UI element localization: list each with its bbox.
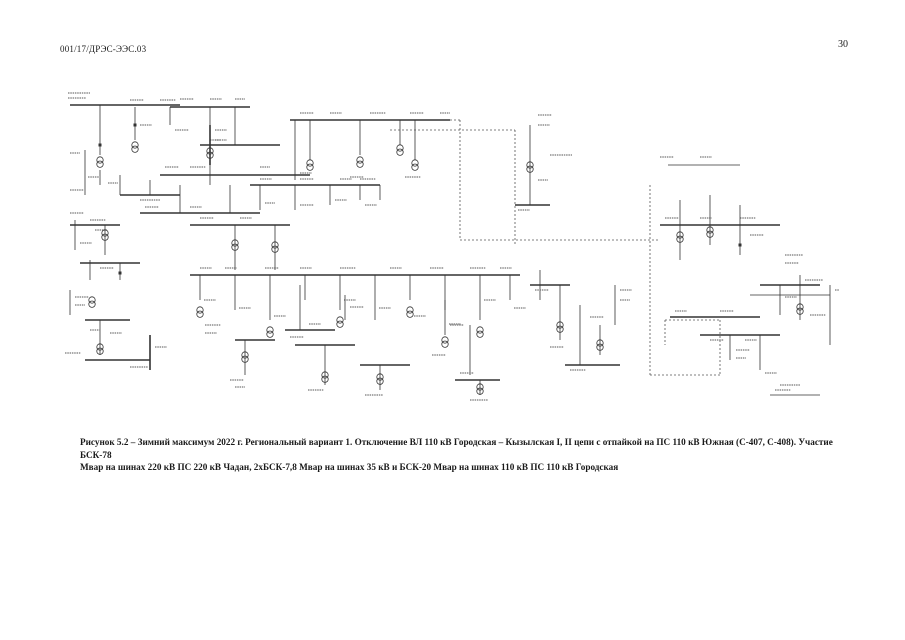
transformer-winding-154 (476, 326, 484, 334)
transformer-winding-182 (321, 375, 329, 383)
transformer-winding-257 (796, 303, 804, 311)
transformer-winding-194 (441, 340, 449, 348)
transformer-winding-167 (271, 245, 279, 253)
transformer-winding-193 (441, 336, 449, 344)
transformer-winding-64 (206, 147, 214, 155)
transformer-winding-131 (196, 310, 204, 318)
figure-caption: Рисунок 5.2 – Зимний максимум 2022 г. Ре… (80, 436, 840, 474)
figure-caption-line-2: Мвар на шинах 220 кВ ПС 220 кВ Чадан, 2х… (80, 462, 619, 472)
transformer-winding-244 (676, 231, 684, 239)
transformer-winding-206 (526, 161, 534, 169)
transformer-winding-46 (306, 163, 314, 171)
transformer-winding-245 (676, 235, 684, 243)
transformer-winding-246 (706, 226, 714, 234)
transformer-winding-188 (376, 373, 384, 381)
transformer-winding-52 (396, 148, 404, 156)
page-number: 30 (838, 39, 848, 50)
transformer-winding-165 (231, 243, 239, 251)
transformer-winding-201 (476, 383, 484, 391)
transformer-winding-224 (596, 343, 604, 351)
transformer-winding-49 (411, 159, 419, 167)
transformer-winding-20 (131, 145, 139, 153)
transformer-winding-143 (336, 320, 344, 328)
network-scheme-diagram (60, 85, 840, 415)
transformer-winding-45 (306, 159, 314, 167)
transformer-winding-112 (96, 343, 104, 351)
transformer-winding-258 (796, 307, 804, 315)
transformer-winding-51 (396, 144, 404, 152)
transformer-winding-50 (411, 163, 419, 171)
breaker-mark-21 (98, 143, 102, 147)
transformer-winding-189 (376, 377, 384, 385)
transformer-winding-202 (476, 387, 484, 395)
transformer-winding-130 (196, 306, 204, 314)
transformer-winding-65 (206, 151, 214, 159)
figure-caption-line-1: Рисунок 5.2 – Зимний максимум 2022 г. Ре… (80, 437, 833, 460)
transformer-winding-95 (101, 229, 109, 237)
transformer-winding-96 (101, 233, 109, 241)
transformer-winding-137 (266, 330, 274, 338)
transformer-winding-223 (596, 339, 604, 347)
transformer-winding-136 (266, 326, 274, 334)
network-scheme-svg (65, 92, 839, 401)
transformer-winding-18 (96, 160, 104, 168)
transformer-winding-155 (476, 330, 484, 338)
transformer-winding-148 (406, 306, 414, 314)
transformer-winding-216 (556, 321, 564, 329)
transformer-winding-217 (556, 325, 564, 333)
transformer-winding-106 (88, 296, 96, 304)
transformer-winding-166 (271, 241, 279, 249)
transformer-winding-19 (131, 141, 139, 149)
breaker-mark-248 (738, 243, 742, 247)
transformer-winding-142 (336, 316, 344, 324)
transformer-winding-47 (356, 156, 364, 164)
transformer-winding-107 (88, 300, 96, 308)
transformer-winding-164 (231, 239, 239, 247)
transformer-winding-247 (706, 230, 714, 238)
transformer-winding-207 (526, 165, 534, 173)
breaker-mark-22 (133, 123, 137, 127)
document-code: 001/17/ДРЭС-ЭЭС.03 (60, 44, 147, 54)
transformer-winding-149 (406, 310, 414, 318)
transformer-winding-113 (96, 347, 104, 355)
transformer-winding-17 (96, 156, 104, 164)
transformer-winding-48 (356, 160, 364, 168)
breaker-mark-102 (118, 271, 122, 275)
transformer-winding-172 (241, 351, 249, 359)
transformer-winding-173 (241, 355, 249, 363)
transformer-winding-181 (321, 371, 329, 379)
